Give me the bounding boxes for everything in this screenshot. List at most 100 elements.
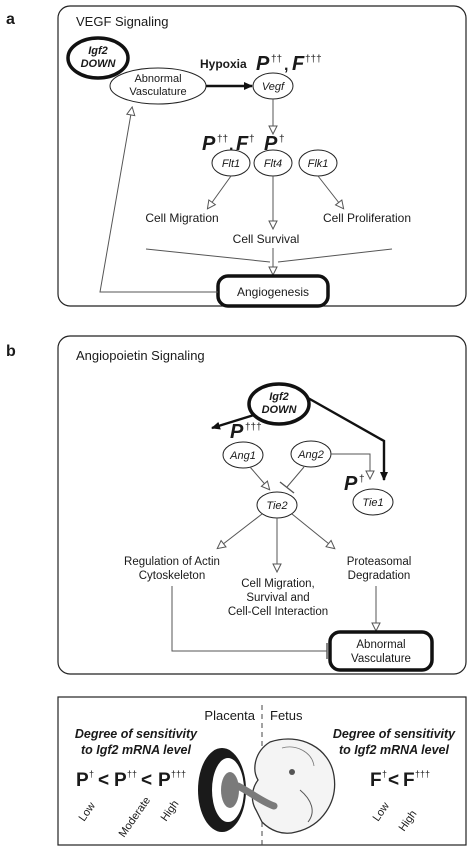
ang2-label: Ang2 bbox=[297, 449, 324, 461]
c-f2-dagger: ††† bbox=[415, 769, 430, 779]
proteasomal-label-1: Proteasomal bbox=[347, 556, 412, 568]
right-heading-1: Degree of sensitivity bbox=[333, 727, 456, 741]
flt1-f-dagger: † bbox=[249, 134, 255, 145]
actin-label-2: Cytoskeleton bbox=[139, 570, 205, 582]
ang1-p-symbol: P bbox=[230, 421, 244, 443]
cell-survival-label: Cell Survival bbox=[233, 232, 300, 246]
flt1-to-migration-arrow bbox=[208, 175, 232, 208]
down-label: DOWN bbox=[81, 58, 117, 70]
tie1-p-symbol: P bbox=[344, 473, 358, 495]
hypoxia-label: Hypoxia bbox=[200, 57, 247, 71]
flt1-comma: , bbox=[229, 137, 233, 154]
vegf-p-symbol: P bbox=[256, 53, 270, 75]
feedback-loop-arrow bbox=[99, 108, 218, 293]
igf2-to-ang1-arrow bbox=[211, 413, 255, 430]
panel-a: a VEGF Signaling Igf2 DOWN Abnormal Vasc… bbox=[6, 5, 467, 308]
vegf-f-symbol: F bbox=[292, 53, 305, 75]
placenta-fetus-illustration bbox=[198, 738, 336, 834]
flt4-label: Flt4 bbox=[264, 158, 282, 170]
flk1-label: Flk1 bbox=[308, 158, 329, 170]
panel-a-letter: a bbox=[6, 11, 15, 28]
flt4-p-dagger: † bbox=[279, 134, 285, 145]
vegf-f-dagger: ††† bbox=[305, 54, 322, 65]
low-label: Low bbox=[77, 800, 98, 823]
c-p2-dagger: †† bbox=[127, 769, 137, 779]
actin-label-1: Regulation of Actin bbox=[124, 556, 220, 568]
vasculature-label: Vasculature bbox=[129, 86, 186, 98]
panel-c: Placenta Fetus Degree of sensitivity to … bbox=[57, 696, 467, 846]
c-f2-symbol: F bbox=[403, 770, 415, 791]
flt1-p-symbol: P bbox=[202, 133, 216, 155]
migration-label-1: Cell Migration, bbox=[241, 578, 315, 590]
panel-b-letter: b bbox=[6, 343, 16, 360]
cell-proliferation-label: Cell Proliferation bbox=[323, 211, 411, 225]
moderate-label: Moderate bbox=[117, 795, 153, 840]
migration-label-2: Survival and bbox=[246, 592, 309, 604]
actin-inhibits-line bbox=[171, 586, 327, 652]
migration-label-3: Cell-Cell Interaction bbox=[228, 606, 328, 618]
abnormal-label: Abnormal bbox=[134, 73, 181, 85]
abnormal-vasculature-box bbox=[328, 630, 434, 672]
panel-b-title: Angiopoietin Signaling bbox=[76, 348, 205, 363]
panel-b-frame bbox=[57, 335, 467, 675]
c-f1-symbol: F bbox=[370, 770, 382, 791]
angiogenesis-label: Angiogenesis bbox=[237, 285, 309, 299]
ang1-p-dagger: ††† bbox=[245, 422, 262, 433]
c-p3-dagger: ††† bbox=[171, 769, 186, 779]
tie1-label: Tie1 bbox=[362, 497, 383, 509]
right-heading-2: to Igf2 mRNA level bbox=[339, 743, 450, 757]
vegf-p-dagger: †† bbox=[271, 54, 282, 65]
ang2-inhibits-tie2-line bbox=[286, 466, 305, 488]
panel-b: b Angiopoietin Signaling Igf2 DOWN P †††… bbox=[6, 335, 467, 675]
tie2-to-actin-arrow bbox=[218, 513, 263, 548]
c-p1-symbol: P bbox=[76, 770, 89, 791]
angiogenesis-box bbox=[216, 274, 330, 308]
vegf-comma: , bbox=[284, 57, 288, 74]
flt1-p-dagger: †† bbox=[217, 134, 228, 145]
cell-migration-label: Cell Migration bbox=[145, 211, 218, 225]
flt1-f-symbol: F bbox=[236, 133, 249, 155]
panel-a-title: VEGF Signaling bbox=[76, 14, 169, 29]
down-label-b: DOWN bbox=[262, 404, 298, 416]
ang1-to-tie2-arrow bbox=[249, 466, 269, 489]
fetus-limb bbox=[299, 789, 313, 823]
flt1-label: Flt1 bbox=[222, 158, 240, 170]
migration-convergence-line bbox=[145, 248, 271, 263]
c-p2-symbol: P bbox=[114, 770, 127, 791]
high-f-label: High bbox=[397, 808, 420, 833]
igf2-label-b: Igf2 bbox=[269, 391, 289, 403]
c-lt3: < bbox=[388, 770, 399, 791]
left-heading-1: Degree of sensitivity bbox=[75, 727, 198, 741]
c-f1-dagger: † bbox=[382, 769, 387, 779]
ang2-to-tie1-arrow bbox=[331, 453, 370, 478]
abnormal-box-label-1: Abnormal bbox=[356, 639, 405, 651]
low-f-label: Low bbox=[371, 800, 392, 823]
vegf-label: Vegf bbox=[262, 81, 285, 93]
proliferation-convergence-line bbox=[277, 248, 393, 263]
c-lt1: < bbox=[98, 770, 109, 791]
igf2-to-tie1-arrow bbox=[307, 396, 388, 481]
abnormal-box-label-2: Vasculature bbox=[351, 653, 411, 665]
fetus-eye bbox=[289, 769, 295, 775]
placenta-core bbox=[221, 772, 239, 808]
umbilical-cord bbox=[234, 782, 278, 810]
tie2-to-proteasomal-arrow bbox=[291, 513, 334, 548]
ang2-inhibition-bar bbox=[279, 481, 295, 494]
flk1-to-proliferation-arrow bbox=[317, 175, 343, 208]
igf2-label: Igf2 bbox=[88, 45, 108, 57]
high-label: High bbox=[159, 798, 182, 823]
c-p1-dagger: † bbox=[89, 769, 94, 779]
c-lt2: < bbox=[141, 770, 152, 791]
flt4-p-symbol: P bbox=[264, 133, 278, 155]
proteasomal-label-2: Degradation bbox=[348, 570, 411, 582]
fetus-label: Fetus bbox=[270, 708, 303, 723]
igf2-down-node-b bbox=[247, 382, 311, 426]
c-p3-symbol: P bbox=[158, 770, 171, 791]
placenta-label: Placenta bbox=[204, 708, 255, 723]
fetus-head-line bbox=[281, 746, 315, 767]
tie2-label: Tie2 bbox=[266, 500, 287, 512]
ang1-node bbox=[222, 441, 264, 469]
tie1-node bbox=[352, 488, 394, 516]
left-heading-2: to Igf2 mRNA level bbox=[81, 743, 192, 757]
